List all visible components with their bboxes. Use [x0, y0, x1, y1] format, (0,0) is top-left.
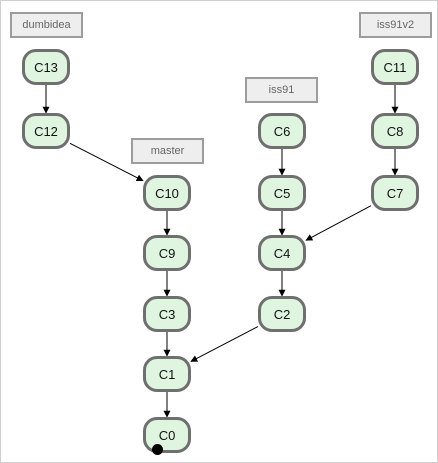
commit-c1: C1 — [143, 356, 191, 392]
commit-c4: C4 — [258, 235, 306, 271]
commit-c10: C10 — [143, 175, 191, 211]
edge-c7-to-c4 — [305, 205, 372, 241]
commit-c8: C8 — [371, 113, 419, 149]
commit-c2: C2 — [258, 296, 306, 332]
commit-c11: C11 — [371, 49, 419, 85]
commit-c9: C9 — [143, 235, 191, 271]
commit-c7: C7 — [371, 175, 419, 211]
branch-label-dumbidea: dumbidea — [10, 12, 83, 38]
commit-c6: C6 — [258, 113, 306, 149]
edge-c12-to-c10 — [69, 142, 144, 182]
origin-dot-marker — [152, 444, 163, 455]
commit-c12: C12 — [22, 113, 70, 149]
branch-label-iss91: iss91 — [245, 77, 318, 103]
commit-c3: C3 — [143, 296, 191, 332]
commit-c13: C13 — [22, 49, 70, 85]
commit-c0: C0 — [143, 417, 191, 453]
branch-label-master: master — [131, 138, 204, 164]
commit-c5: C5 — [258, 175, 306, 211]
edge-c2-to-c1 — [190, 326, 259, 362]
branch-label-iss91v2: iss91v2 — [359, 12, 432, 38]
